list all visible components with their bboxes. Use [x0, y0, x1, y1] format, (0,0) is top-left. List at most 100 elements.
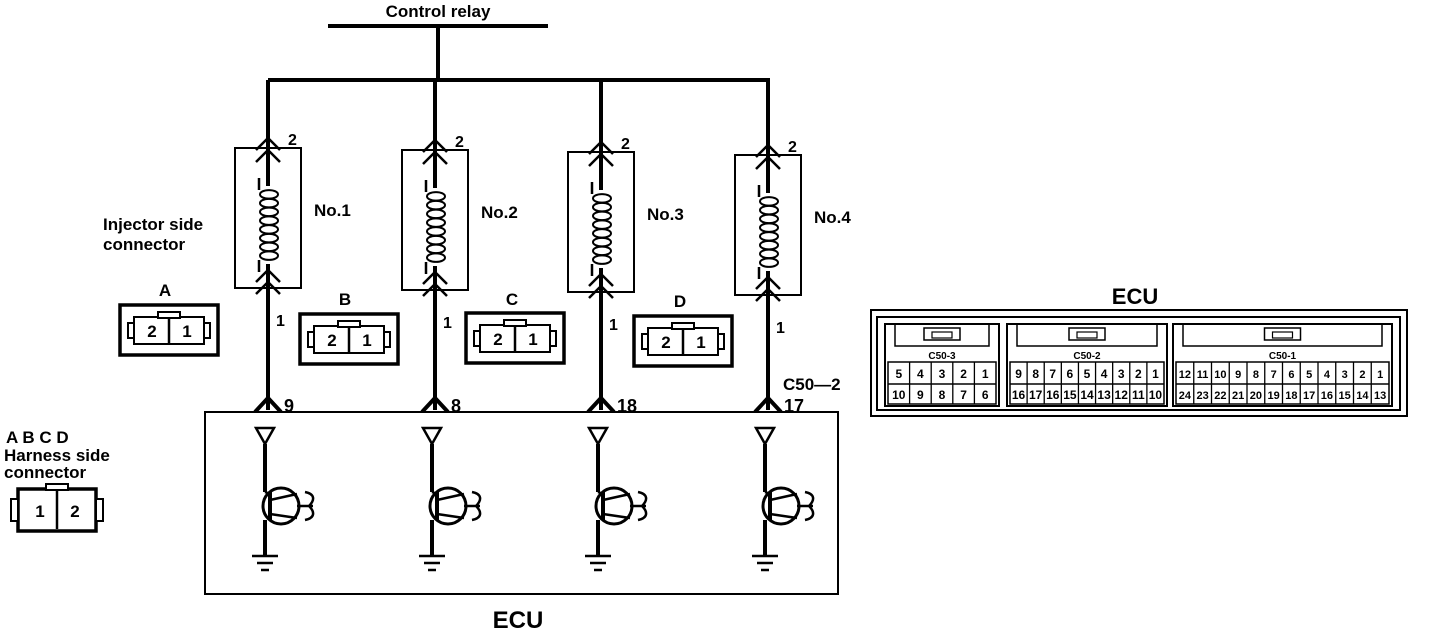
- pin-label: 10: [1214, 369, 1226, 381]
- pin-label: 6: [1288, 369, 1294, 381]
- driver-transistor-3: [585, 426, 648, 572]
- input-diode-icon: [586, 426, 610, 447]
- injector-1: 2No.1 1 9: [234, 80, 351, 416]
- ecu-drivers-group: [252, 426, 815, 572]
- injector-name: No.1: [314, 201, 351, 220]
- connector-left-tab: [127, 322, 135, 339]
- harness-connector: 1 2: [10, 483, 104, 533]
- transistor-collector: [269, 492, 298, 502]
- connector-chevron: [255, 268, 281, 283]
- pin-label: 6: [982, 388, 989, 402]
- connector-latch: [671, 322, 695, 330]
- connector-code-label: C50—2: [783, 375, 841, 394]
- injector-coil: [590, 182, 612, 276]
- connector-chevron: [588, 140, 614, 155]
- injector-bottom-pin: 1: [776, 320, 785, 337]
- connector-right-tab: [549, 330, 557, 347]
- injector-name: No.3: [647, 205, 684, 224]
- connector-right-tab: [203, 322, 211, 339]
- block-name: C50-2: [1073, 351, 1101, 362]
- harness-connector-latch: [45, 483, 69, 491]
- block-latch-inner: [1076, 331, 1098, 339]
- pin-grid: [887, 361, 997, 405]
- harness-label-line2: connector: [4, 463, 87, 482]
- pin-label: 10: [892, 388, 906, 402]
- harness-connector-right-tab: [95, 498, 104, 522]
- transistor-emitter: [269, 512, 298, 520]
- block-notch: [894, 324, 990, 347]
- injector-top-pin: 2: [621, 136, 630, 153]
- connector-pin-left: 2: [493, 330, 502, 349]
- injector-2: 2No.218: [401, 80, 518, 416]
- pin-label: 15: [1063, 388, 1077, 402]
- transistor-base-drive: [297, 490, 315, 522]
- connector-chevron: [255, 280, 281, 295]
- pin-label: 7: [1271, 369, 1277, 381]
- pin-label: 7: [960, 388, 967, 402]
- connector-chevron: [422, 270, 448, 285]
- block-name: C50-3: [928, 351, 956, 362]
- harness-pin-1: 1: [35, 502, 44, 521]
- connector-pin-right: 1: [362, 331, 371, 350]
- injector-name: No.2: [481, 203, 518, 222]
- ecu-pin-number: 9: [284, 396, 294, 416]
- injector-bottom-pin: 1: [443, 315, 452, 332]
- pin-label: 7: [1049, 367, 1056, 381]
- pin-label: 9: [1015, 367, 1022, 381]
- injector-top-pin: 2: [288, 132, 297, 149]
- pin-label: 17: [1303, 390, 1315, 402]
- pin-grid: [1009, 361, 1165, 405]
- transistor-lead: [264, 490, 271, 496]
- injector-coil: [757, 185, 779, 279]
- transistor-base-drive: [797, 490, 815, 522]
- connector-chevron: [422, 150, 448, 165]
- pin-label: 12: [1115, 388, 1129, 402]
- pin-label: 3: [939, 367, 946, 381]
- harness-label-line1: Harness side: [4, 446, 110, 465]
- pin-label: 5: [1084, 367, 1091, 381]
- pin-label: 16: [1321, 390, 1333, 402]
- pin-label: 18: [1285, 390, 1297, 402]
- connector-chevron: [255, 148, 281, 163]
- driver-transistor-1: [252, 426, 315, 572]
- ecu-label: ECU: [493, 607, 544, 630]
- connector-chevron: [588, 152, 614, 167]
- connector-letter: B: [339, 290, 351, 309]
- ecu-entry-chevron: [420, 395, 450, 414]
- coil-turn: [592, 254, 612, 265]
- transistor-emitter: [602, 512, 631, 520]
- block-latch-inner: [1271, 331, 1294, 339]
- connector-pin-left: 2: [147, 322, 156, 341]
- pin-label: 3: [1342, 369, 1348, 381]
- pin-label: 9: [1235, 369, 1241, 381]
- input-diode-icon: [753, 426, 777, 447]
- connector-left-tab: [641, 333, 649, 350]
- pin-label: 1: [1152, 367, 1159, 381]
- pin-label: 4: [917, 367, 924, 381]
- connector-pin-left: 2: [661, 333, 670, 352]
- pin-label: 2: [1359, 369, 1365, 381]
- pin-label: 20: [1250, 390, 1262, 402]
- driver-transistor-2: [419, 426, 482, 572]
- pin-label: 17: [1029, 388, 1043, 402]
- pin-label: 13: [1374, 390, 1386, 402]
- injector-coil: [424, 180, 446, 274]
- connector-right-tab: [383, 331, 391, 348]
- pin-label: 10: [1149, 388, 1163, 402]
- pin-label: 8: [1253, 369, 1259, 381]
- ground-icon: [252, 554, 278, 572]
- coil-turn: [426, 252, 446, 263]
- transistor-emitter: [769, 512, 798, 520]
- pin-label: 9: [917, 388, 924, 402]
- injector-top-pin: 2: [788, 139, 797, 156]
- injector-bottom-pin: 1: [276, 313, 285, 330]
